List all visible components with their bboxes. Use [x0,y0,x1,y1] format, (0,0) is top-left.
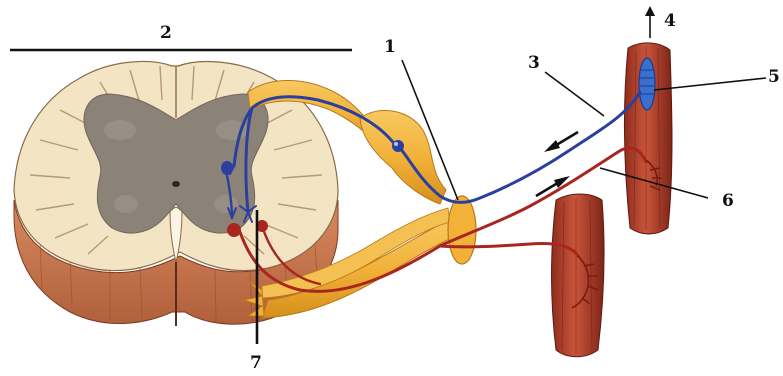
motor-cell-body-1 [227,223,241,237]
label-3: 3 [528,53,540,73]
central-canal [172,181,180,187]
spinal-nerve-trunk [448,196,476,264]
label-1: 1 [384,37,396,57]
line-3 [545,72,604,116]
label-4: 4 [664,11,676,31]
label-2: 2 [160,23,172,43]
sensory-cell-body [392,140,404,152]
sensory-nucleus [394,142,398,146]
label-6: 6 [722,191,734,211]
arrow-4-head [645,6,655,16]
label-5: 5 [768,67,780,87]
label-7: 7 [250,353,262,373]
receptor-spindle [639,58,655,110]
interneuron-body [221,161,233,175]
